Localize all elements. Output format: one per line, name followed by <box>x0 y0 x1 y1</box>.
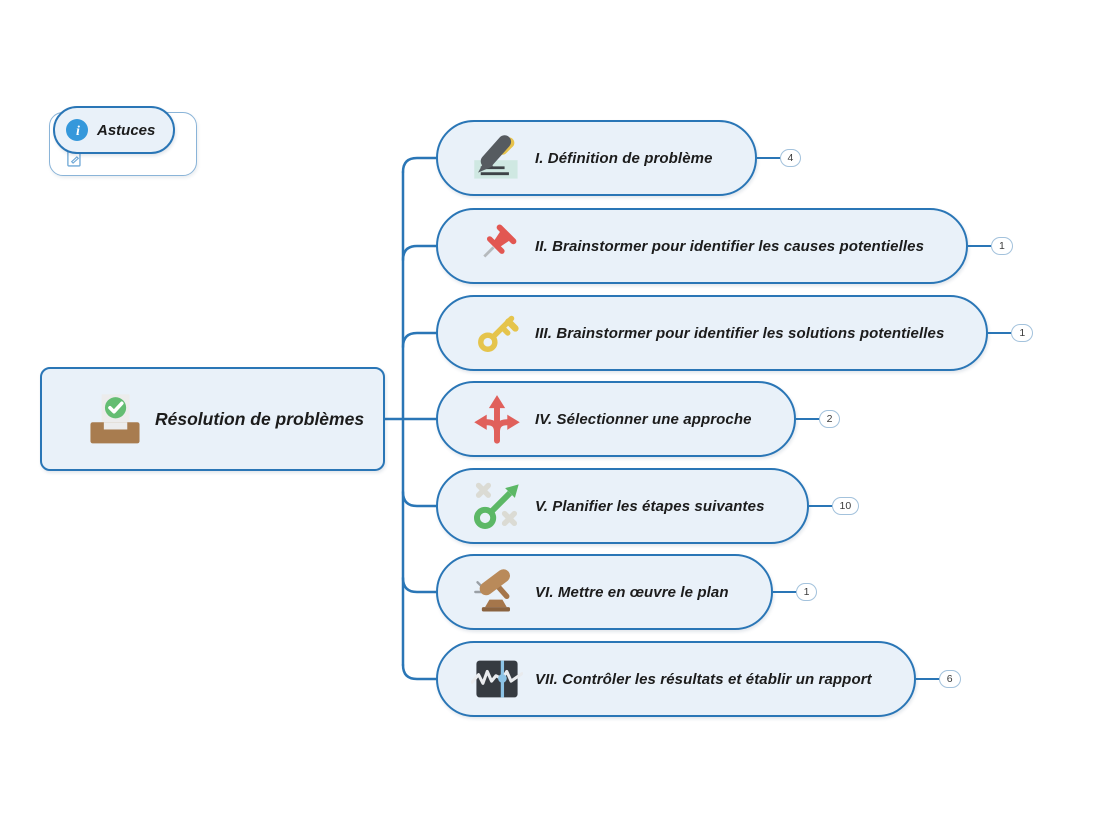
chart-monitor-icon <box>471 651 523 707</box>
branch-pill-6[interactable]: VI. Mettre en œuvre le plan <box>436 554 773 630</box>
branch-pill-4[interactable]: IV. Sélectionner une approche <box>436 381 796 457</box>
tips-node[interactable]: i Astuces <box>53 106 176 154</box>
gavel-icon <box>471 564 523 620</box>
branch-node-1: I. Définition de problème 4 <box>436 120 802 196</box>
collapsed-count-badge[interactable]: 1 <box>991 237 1013 255</box>
badge-connector <box>795 418 819 420</box>
pushpin-icon <box>471 218 523 274</box>
key-icon <box>471 305 523 361</box>
branch-node-5: V. Planifier les étapes suivantes 10 <box>436 468 860 544</box>
collapsed-count-badge[interactable]: 10 <box>831 497 860 515</box>
branch-node-3: III. Brainstormer pour identifier les so… <box>436 295 1034 371</box>
branch-pill-3[interactable]: III. Brainstormer pour identifier les so… <box>436 295 989 371</box>
collapsed-count-badge[interactable]: 1 <box>1011 324 1034 342</box>
branch-pill-1[interactable]: I. Définition de problème <box>436 120 757 196</box>
three-way-arrows-icon <box>471 391 523 447</box>
branch-label: VII. Contrôler les résultats et établir … <box>535 670 872 688</box>
badge-connector <box>915 678 939 680</box>
ballot-box-check-icon <box>86 391 144 447</box>
branch-node-7: VII. Contrôler les résultats et établir … <box>436 641 961 717</box>
badge-connector <box>808 505 832 507</box>
badge-connector <box>968 245 992 247</box>
svg-text:i: i <box>76 124 80 139</box>
collapsed-count-badge[interactable]: 2 <box>818 410 841 428</box>
info-icon: i <box>66 119 88 141</box>
branch-label: V. Planifier les étapes suivantes <box>535 497 765 515</box>
branch-label: VI. Mettre en œuvre le plan <box>535 583 729 601</box>
tips-label: Astuces <box>97 121 156 139</box>
branch-node-4: IV. Sélectionner une approche 2 <box>436 381 841 457</box>
collapsed-count-badge[interactable]: 4 <box>779 149 802 167</box>
branch-pill-5[interactable]: V. Planifier les étapes suivantes <box>436 468 809 544</box>
strategy-arrow-icon <box>471 478 523 534</box>
collapsed-count-badge[interactable]: 6 <box>938 670 961 688</box>
badge-connector <box>756 157 780 159</box>
badge-connector <box>772 591 796 593</box>
root-label: Résolution de problèmes <box>155 408 365 429</box>
branch-node-6: VI. Mettre en œuvre le plan 1 <box>436 554 818 630</box>
branch-node-2: II. Brainstormer pour identifier les cau… <box>436 208 1013 284</box>
collapsed-count-badge[interactable]: 1 <box>795 583 818 601</box>
fountain-pen-signature-icon <box>471 130 523 186</box>
badge-connector <box>988 332 1012 334</box>
branch-label: III. Brainstormer pour identifier les so… <box>535 324 945 342</box>
root-node[interactable]: Résolution de problèmes <box>40 367 385 471</box>
branch-pill-2[interactable]: II. Brainstormer pour identifier les cau… <box>436 208 969 284</box>
branch-label: IV. Sélectionner une approche <box>535 410 752 428</box>
branch-label: II. Brainstormer pour identifier les cau… <box>535 237 925 255</box>
branch-label: I. Définition de problème <box>535 149 713 167</box>
branch-pill-7[interactable]: VII. Contrôler les résultats et établir … <box>436 641 916 717</box>
